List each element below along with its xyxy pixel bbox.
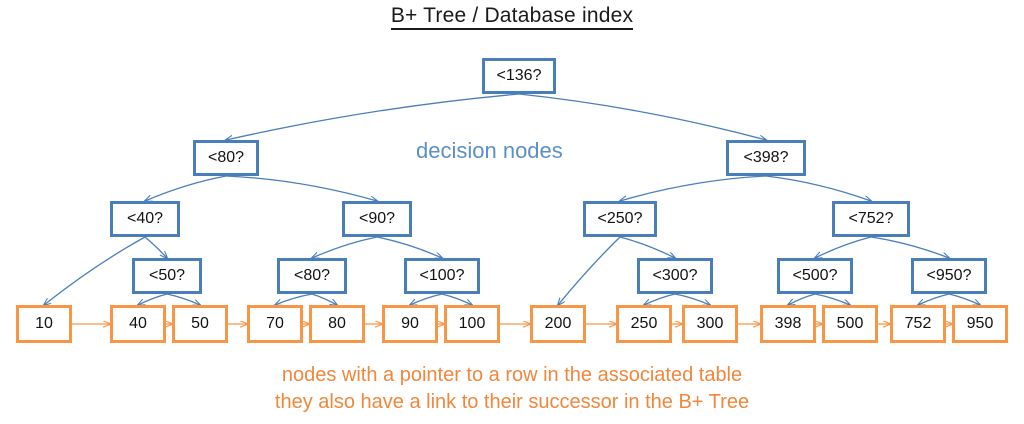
decision-edge-9 xyxy=(376,236,442,258)
decision-node-l2-0[interactable]: <80? xyxy=(193,140,259,176)
decision-edge-0 xyxy=(226,93,520,140)
decision-edge-6 xyxy=(44,236,146,305)
leaf-node-6[interactable]: 100 xyxy=(444,305,500,343)
decision-edge-19 xyxy=(441,293,472,305)
leaf-node-9[interactable]: 300 xyxy=(682,305,738,343)
decision-edge-21 xyxy=(674,293,710,305)
leaf-node-4[interactable]: 80 xyxy=(309,305,365,343)
decision-node-l4-5[interactable]: <950? xyxy=(911,258,987,294)
decision-node-l2-0-label: <80? xyxy=(207,149,245,166)
leaf-node-12[interactable]: 752 xyxy=(890,305,946,343)
decision-node-l3-2-label: <250? xyxy=(597,210,643,227)
decision-node-l4-4-label: <500? xyxy=(792,267,838,284)
leaf-node-7[interactable]: 200 xyxy=(530,305,586,343)
decision-node-l4-3-label: <300? xyxy=(652,267,698,284)
decision-edge-8 xyxy=(312,236,378,258)
decision-edge-25 xyxy=(948,293,980,305)
leaf-node-10[interactable]: 398 xyxy=(760,305,816,343)
decision-node-root-0-label: <136? xyxy=(496,67,542,84)
decision-node-l3-0-label: <40? xyxy=(126,210,164,227)
decision-node-l4-1-label: <80? xyxy=(293,267,331,284)
leaf-node-1-label: 40 xyxy=(129,315,147,332)
leaf-node-0[interactable]: 10 xyxy=(16,305,72,343)
leaf-node-3[interactable]: 70 xyxy=(247,305,303,343)
decision-edge-16 xyxy=(275,293,313,305)
decision-edge-2 xyxy=(145,175,227,201)
leaf-node-13[interactable]: 950 xyxy=(952,305,1008,343)
decision-node-l4-3[interactable]: <300? xyxy=(637,258,713,294)
leaf-node-12-label: 752 xyxy=(904,315,932,332)
decision-node-l4-5-label: <950? xyxy=(926,267,972,284)
decision-edge-24 xyxy=(918,293,950,305)
leaf-node-3-label: 70 xyxy=(266,315,284,332)
leaf-node-9-label: 300 xyxy=(696,315,724,332)
decision-edge-14 xyxy=(138,293,168,305)
decision-node-root-0[interactable]: <136? xyxy=(482,58,556,94)
page-title-text: B+ Tree / Database index xyxy=(390,4,634,30)
decision-node-l4-4[interactable]: <500? xyxy=(777,258,853,294)
leaf-node-7-label: 200 xyxy=(544,315,572,332)
decision-edge-22 xyxy=(788,293,816,305)
leaf-node-4-label: 80 xyxy=(328,315,346,332)
leaf-node-10-label: 398 xyxy=(774,315,802,332)
leaf-node-5[interactable]: 90 xyxy=(382,305,438,343)
decision-edge-11 xyxy=(619,236,675,258)
decision-edge-12 xyxy=(815,236,872,258)
decision-edge-20 xyxy=(644,293,676,305)
leaf-node-8[interactable]: 250 xyxy=(616,305,672,343)
decision-edge-18 xyxy=(410,293,443,305)
decision-node-l2-1-label: <398? xyxy=(743,149,789,166)
decision-edge-13 xyxy=(870,236,949,258)
decision-edge-17 xyxy=(311,293,337,305)
decision-node-l4-0-label: <50? xyxy=(148,267,186,284)
decision-nodes-label: decision nodes xyxy=(416,138,563,163)
decision-edge-group xyxy=(44,93,980,305)
decision-node-l4-1[interactable]: <80? xyxy=(277,258,347,294)
page-title: B+ Tree / Database index xyxy=(0,4,1024,30)
leaf-node-11-label: 500 xyxy=(836,315,864,332)
decision-edge-5 xyxy=(765,175,871,201)
leaf-node-11[interactable]: 500 xyxy=(822,305,878,343)
leaf-caption-line-1: nodes with a pointer to a row in the ass… xyxy=(281,364,743,386)
leaf-node-2-label: 50 xyxy=(191,315,209,332)
decision-edge-1 xyxy=(518,93,766,140)
decision-node-l3-0[interactable]: <40? xyxy=(110,201,180,237)
decision-node-l4-2-label: <100? xyxy=(419,267,465,284)
leaf-node-5-label: 90 xyxy=(401,315,419,332)
decision-edge-4 xyxy=(620,175,767,201)
decision-node-l3-3-label: <752? xyxy=(848,210,894,227)
leaf-node-2[interactable]: 50 xyxy=(172,305,228,343)
leaf-caption-line-2: they also have a link to their successor… xyxy=(274,391,750,413)
decision-node-l3-2[interactable]: <250? xyxy=(583,201,657,237)
leaf-node-6-label: 100 xyxy=(458,315,486,332)
decision-edge-7 xyxy=(144,236,167,258)
leaf-node-0-label: 10 xyxy=(35,315,53,332)
decision-edge-23 xyxy=(814,293,850,305)
decision-node-l2-1[interactable]: <398? xyxy=(726,140,806,176)
decision-edge-15 xyxy=(166,293,200,305)
decision-node-l3-1-label: <90? xyxy=(358,210,396,227)
decision-edge-10 xyxy=(558,236,621,305)
decision-node-l3-1[interactable]: <90? xyxy=(342,201,412,237)
leaf-node-8-label: 250 xyxy=(630,315,658,332)
leaf-node-1[interactable]: 40 xyxy=(110,305,166,343)
decision-node-l3-3[interactable]: <752? xyxy=(832,201,910,237)
decision-node-l4-0[interactable]: <50? xyxy=(132,258,202,294)
decision-edge-3 xyxy=(225,175,377,201)
decision-node-l4-2[interactable]: <100? xyxy=(404,258,480,294)
leaf-node-13-label: 950 xyxy=(966,315,994,332)
